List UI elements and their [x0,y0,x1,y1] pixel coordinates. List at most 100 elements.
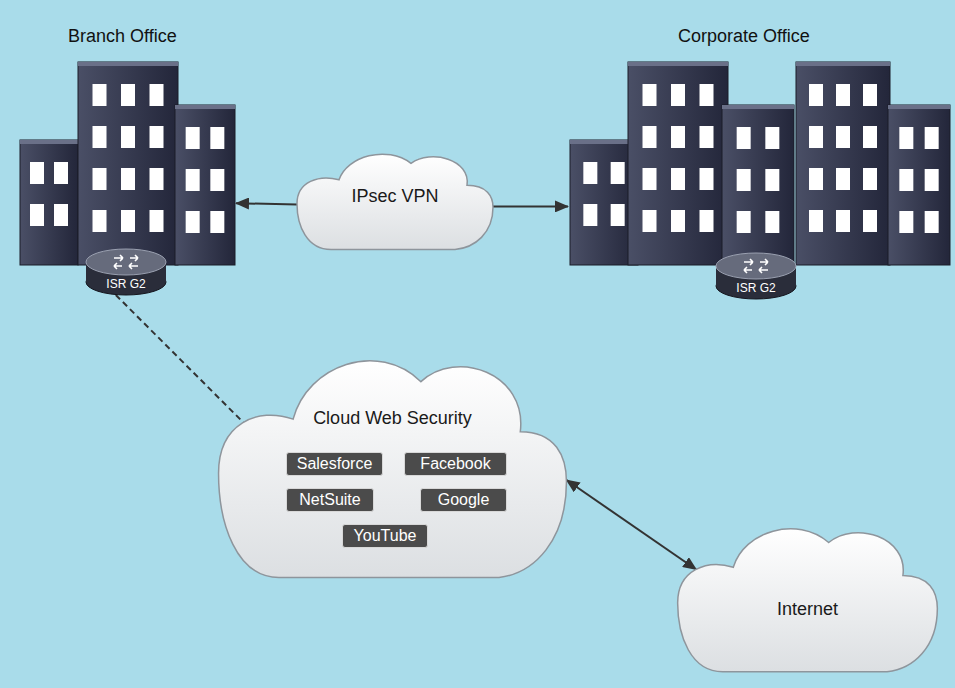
building-roof [628,62,728,66]
window [93,210,107,232]
window [121,168,135,190]
window [700,126,714,148]
window [863,210,877,232]
building-label: Branch Office [68,26,177,47]
window [150,168,164,190]
window [93,126,107,148]
building-roof [78,62,178,66]
window [186,127,200,149]
app-label: Facebook [420,455,490,473]
window [863,84,877,106]
window [809,84,823,106]
window [30,162,44,184]
building-block [175,105,235,265]
app-label: Salesforce [297,455,373,473]
window [899,127,913,149]
router-top [86,249,166,275]
window [836,168,850,190]
window [671,84,685,106]
window [210,127,224,149]
window [863,126,877,148]
window [30,204,44,226]
building-label: Corporate Office [678,26,810,47]
cloud-label: Cloud Web Security [215,408,570,429]
window [121,126,135,148]
arrow-link [236,203,297,204]
router-label: ISR G2 [705,281,807,295]
window [765,169,779,191]
window [186,169,200,191]
window [643,210,657,232]
window [186,211,200,233]
app-tag: Google [420,488,507,512]
arrow-link [567,480,697,570]
window [93,84,107,106]
window [925,169,939,191]
window [809,126,823,148]
window [93,168,107,190]
window [671,210,685,232]
cloud-node: Internet [675,515,940,680]
cloud-shape [215,340,570,590]
app-tag: YouTube [342,524,428,548]
building-block [796,62,890,265]
cloud-label: IPsec VPN [295,186,495,207]
building-roof [888,105,950,109]
window [150,126,164,148]
app-label: Google [438,491,490,509]
cloud-node: Cloud Web SecuritySalesforce FacebookNetS… [215,340,570,590]
router-top [716,253,796,279]
window [925,127,939,149]
building-block [888,105,950,265]
router-label: ISR G2 [75,277,177,291]
window [700,84,714,106]
building-roof [796,62,890,66]
window [700,210,714,232]
window [737,127,751,149]
window [583,162,597,184]
window [150,210,164,232]
building-block [628,62,728,265]
router-node: ISR G2 [705,252,807,300]
window [809,210,823,232]
window [611,204,625,226]
window [765,127,779,149]
building-block [20,140,78,265]
window [611,162,625,184]
building-roof [722,105,794,109]
window [737,169,751,191]
app-tag: Salesforce [286,452,383,476]
arrow-link [493,205,568,207]
window [150,84,164,106]
cloud-outline [219,361,567,578]
window [836,126,850,148]
router-arrows [114,255,138,269]
window [671,126,685,148]
window [121,210,135,232]
window [899,169,913,191]
building-node: Branch OfficeISR G2 [20,18,236,300]
window [210,211,224,233]
window [836,210,850,232]
window [643,168,657,190]
window [836,84,850,106]
window [700,168,714,190]
window [809,168,823,190]
window [925,211,939,233]
building-roof [20,140,78,144]
window [737,211,751,233]
router-arrows [744,259,768,273]
cloud-node: IPsec VPN [295,145,495,255]
window [671,168,685,190]
building-node: Corporate OfficeISR G2 [568,18,952,300]
building-block [722,105,794,265]
cloud-shape [675,515,940,680]
window [583,204,597,226]
dashed-link [116,295,244,423]
app-label: NetSuite [299,491,360,509]
window [54,162,68,184]
cloud-label: Internet [675,599,940,620]
router-node: ISR G2 [75,248,177,296]
